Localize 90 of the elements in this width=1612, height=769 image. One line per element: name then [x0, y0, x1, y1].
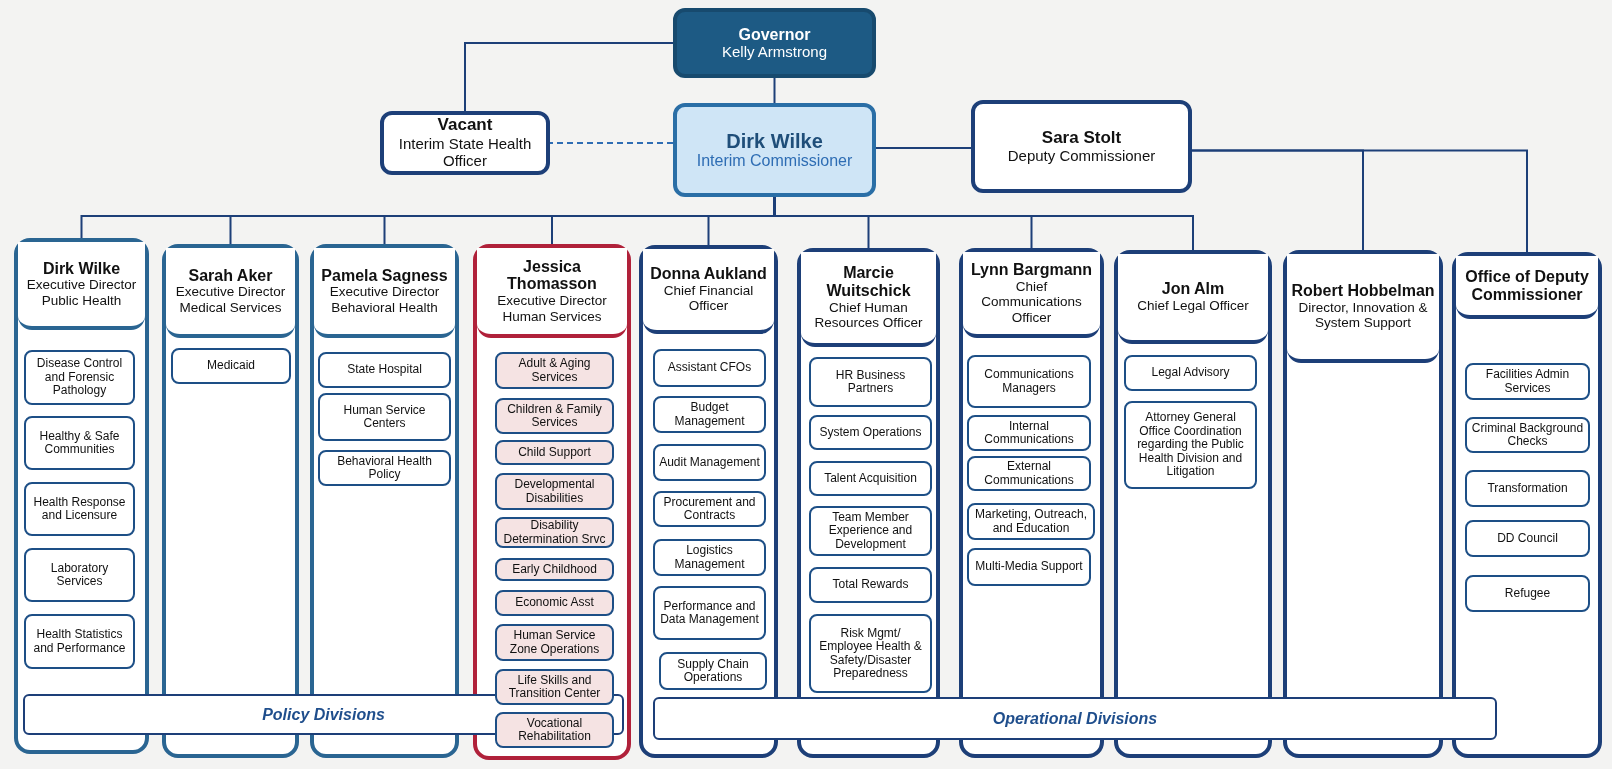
connector-line — [1191, 149, 1528, 253]
job-title: Executive Director Human Services — [496, 293, 608, 325]
job-title: Interim State Health Officer — [397, 135, 533, 170]
person-name: Vacant — [437, 116, 493, 136]
job-title: Chief Communications Officer — [980, 278, 1083, 326]
unit-box: Marketing, Outreach, and Education — [967, 503, 1095, 540]
unit-box: Child Support — [495, 440, 614, 465]
person-name: Dirk Wilke — [726, 129, 823, 152]
connector-line — [464, 42, 674, 112]
division-column — [639, 245, 778, 758]
unit-box: Talent Acquisition — [809, 461, 932, 496]
commissioner-box — [673, 103, 876, 197]
unit-box: Human Service Zone Operations — [495, 624, 614, 661]
person-name: Jon Alm — [1161, 280, 1225, 299]
unit-box: Logistics Management — [653, 539, 766, 576]
unit-box: Healthy & Safe Communities — [24, 416, 135, 470]
governor-box — [673, 8, 876, 78]
division-column — [1452, 252, 1602, 758]
unit-box: Transformation — [1465, 470, 1590, 507]
person-name: Office of Deputy Commissioner — [1464, 267, 1590, 304]
person-name: Sarah Aker — [188, 266, 273, 285]
unit-box: Communications Managers — [967, 355, 1091, 408]
connector-line — [773, 77, 776, 104]
unit-box: Vocational Rehabilitation — [495, 712, 614, 748]
unit-box: Multi-Media Support — [967, 548, 1091, 586]
division-column — [14, 238, 149, 754]
unit-box: Internal Communications — [967, 415, 1091, 451]
unit-box: Facilities Admin Services — [1465, 363, 1590, 400]
job-title: Executive Director Medical Services — [174, 284, 287, 316]
person-title: Governor — [738, 25, 811, 44]
unit-box: DD Council — [1465, 520, 1590, 557]
job-title: Deputy Commissioner — [1007, 147, 1156, 165]
job-title: Chief Legal Officer — [1137, 298, 1249, 314]
division-column — [473, 244, 631, 760]
unit-box: Medicaid — [171, 348, 291, 384]
person-name: Donna Aukland — [650, 265, 767, 283]
unit-box: Criminal Background Checks — [1465, 417, 1590, 453]
division-band — [653, 697, 1497, 740]
band-label: Policy Divisions — [262, 705, 385, 724]
unit-box: Behavioral Health Policy — [318, 450, 451, 486]
unit-box: Laboratory Services — [24, 548, 135, 602]
division-column — [1283, 250, 1443, 758]
unit-box: Disease Control and Forensic Pathology — [24, 350, 135, 405]
unit-box: Disability Determination Srvc — [495, 517, 614, 548]
unit-box: Risk Mgmt/ Employee Health & Safety/Disaster Preparedness — [809, 614, 932, 693]
unit-box: State Hospital — [318, 352, 451, 388]
unit-box: Budget Management — [653, 396, 766, 433]
unit-box: Health Statistics and Performance — [24, 614, 135, 669]
position-box — [971, 100, 1192, 193]
unit-box: Audit Management — [653, 444, 766, 481]
unit-box: Children & Family Services — [495, 398, 614, 434]
unit-box: Supply Chain Operations — [659, 652, 767, 690]
dashed-connector — [549, 142, 674, 144]
connector-line — [875, 147, 972, 149]
unit-box: Procurement and Contracts — [653, 491, 766, 527]
unit-box: Human Service Centers — [318, 393, 451, 441]
job-title: Executive Director Behavioral Health — [328, 284, 441, 316]
unit-box: Developmental Disabilities — [495, 473, 614, 510]
unit-box: Performance and Data Management — [653, 586, 766, 640]
person-name: Pamela Sagness — [321, 266, 448, 285]
person-name: Sara Stolt — [1041, 128, 1122, 148]
person-name: Jessica Thomasson — [506, 257, 598, 294]
unit-box: System Operations — [809, 415, 932, 450]
unit-box: Team Member Experience and Development — [809, 506, 932, 556]
job-title: Director, Innovation & System Support — [1297, 299, 1429, 331]
unit-box: Total Rewards — [809, 567, 932, 603]
job-title: Chief Human Resources Officer — [813, 299, 924, 331]
job-title: Chief Financial Officer — [662, 282, 755, 314]
unit-box: Health Response and Licensure — [24, 482, 135, 536]
unit-box: Assistant CFOs — [653, 349, 766, 387]
person-name: Robert Hobbelman — [1291, 282, 1435, 300]
unit-box: Economic Asst — [495, 590, 614, 616]
person-name: Marcie Wuitschick — [825, 264, 912, 300]
unit-box: Attorney General Office Coordination regarding the Public Health Division and Litigation — [1124, 401, 1257, 489]
division-column — [310, 244, 459, 758]
person-name: Kelly Armstrong — [721, 43, 827, 61]
unit-box: Adult & Aging Services — [495, 352, 614, 389]
job-title: Interim Commissioner — [696, 151, 853, 171]
person-name: Dirk Wilke — [42, 259, 121, 278]
position-box — [380, 111, 550, 175]
job-title: Executive Director Public Health — [25, 277, 138, 309]
unit-box: HR Business Partners — [809, 357, 932, 407]
person-name: Lynn Bargmann — [970, 260, 1093, 279]
unit-box: Legal Advisory — [1124, 355, 1257, 391]
unit-box: External Communications — [967, 456, 1091, 491]
unit-box: Refugee — [1465, 575, 1590, 612]
unit-box: Life Skills and Transition Center — [495, 669, 614, 705]
unit-box: Early Childhood — [495, 558, 614, 581]
band-label: Operational Divisions — [992, 709, 1158, 728]
division-column — [797, 248, 940, 758]
